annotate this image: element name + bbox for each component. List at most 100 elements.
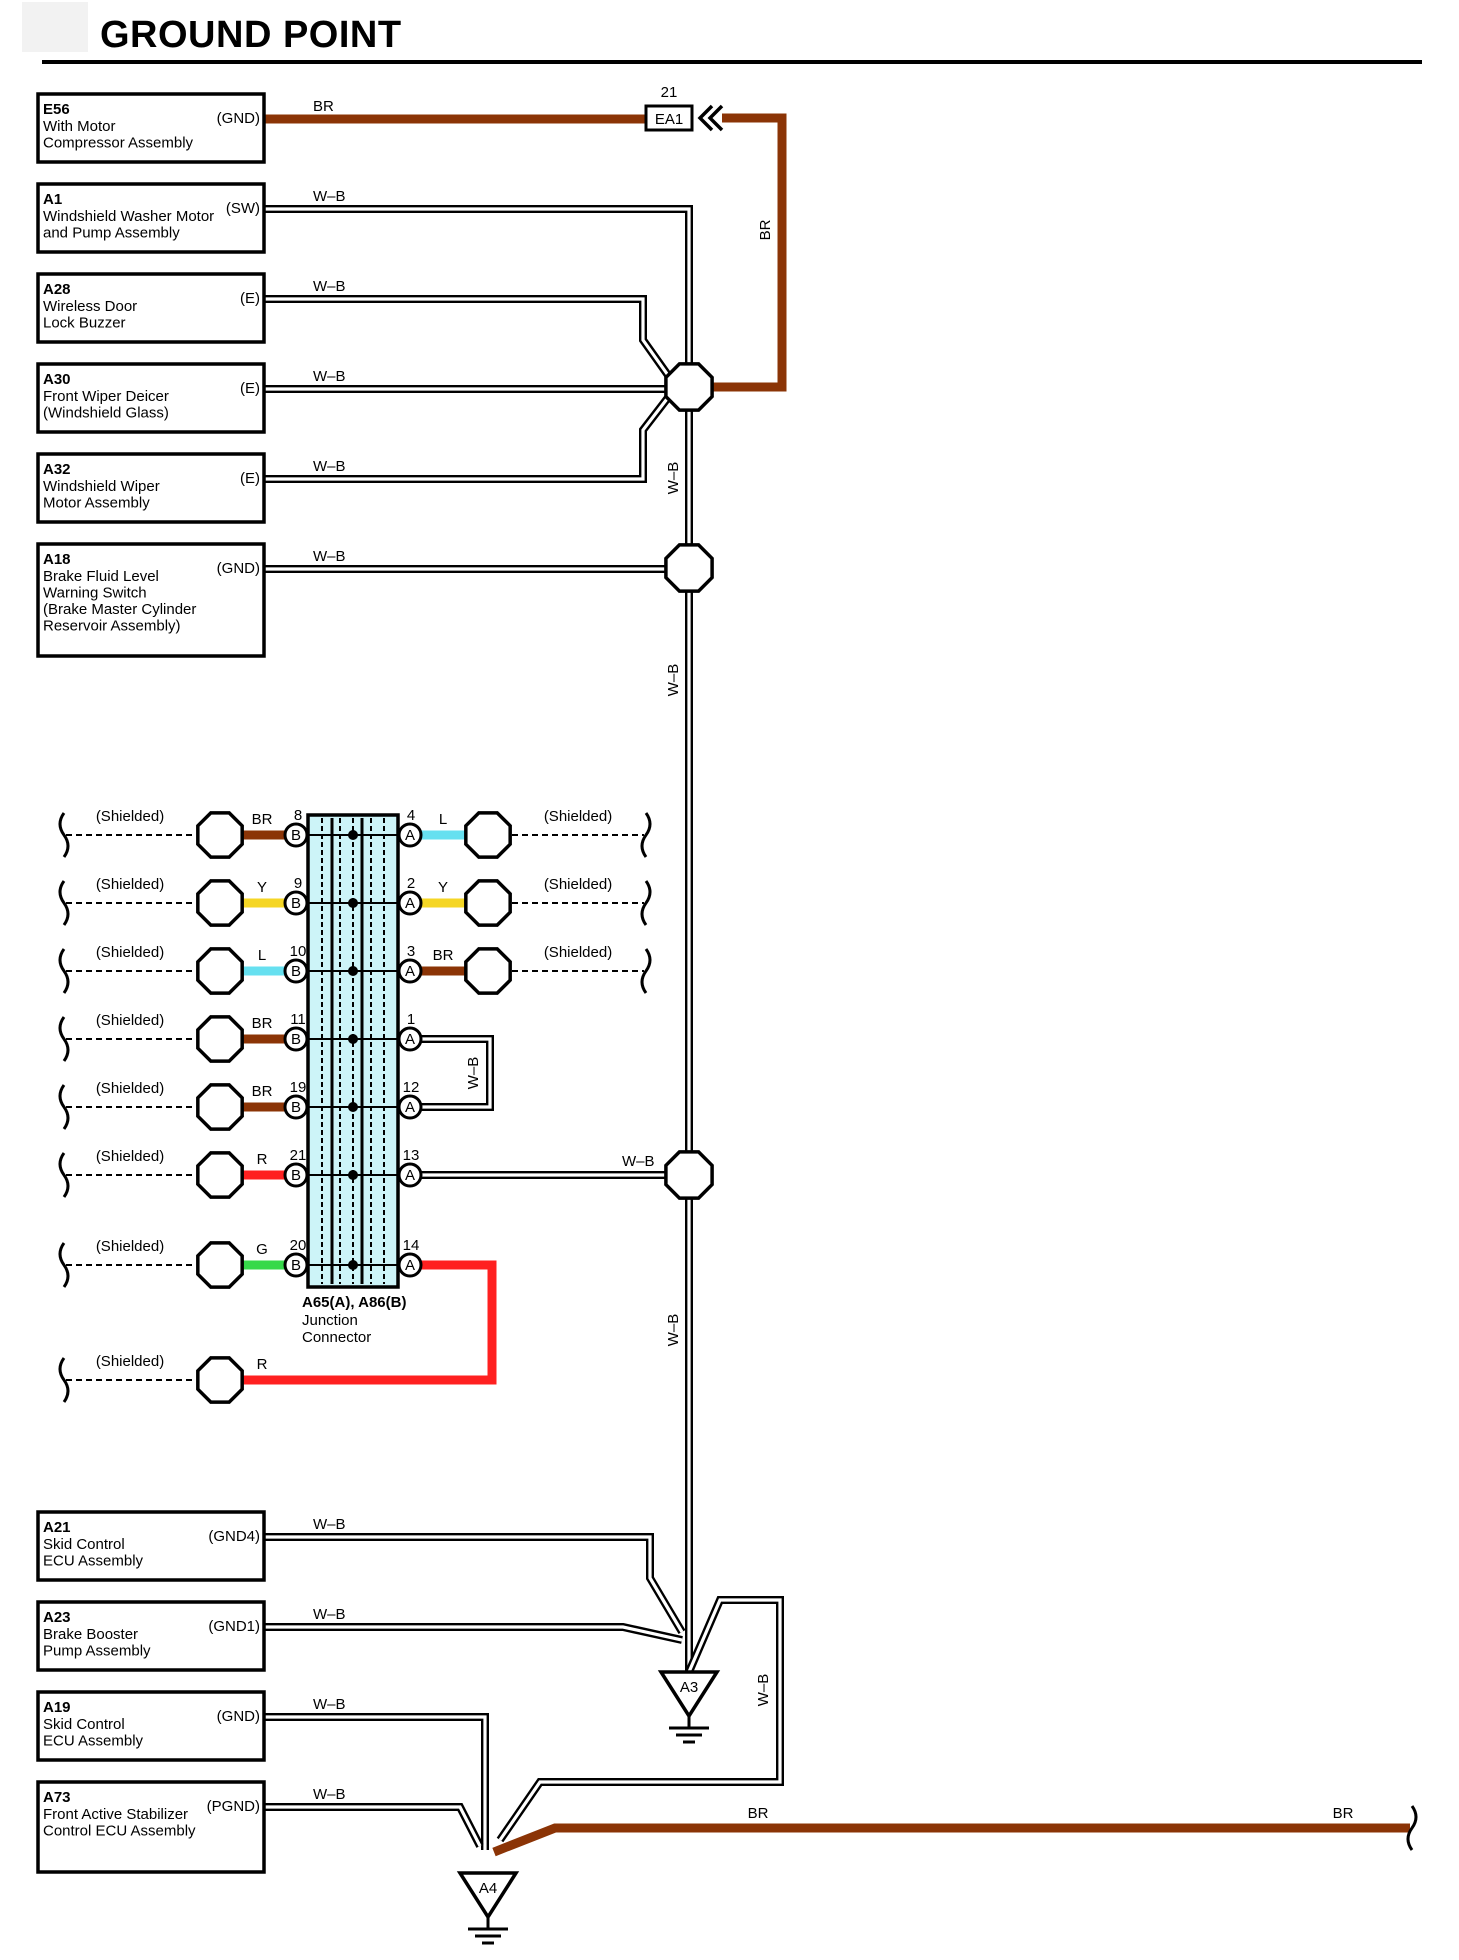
wb-right-label: W–B <box>755 1674 772 1707</box>
b-pin-number: 8 <box>294 807 302 824</box>
extra-shield-label: (Shielded) <box>96 1353 164 1370</box>
component-code: A19 <box>43 1699 71 1716</box>
component-desc-line: Reservoir Assembly) <box>43 618 181 635</box>
component-code: A18 <box>43 551 71 568</box>
a-pin-circle <box>397 958 423 984</box>
a-shield-octagon <box>464 947 512 995</box>
b-wire-label: L <box>258 947 266 964</box>
component-wire-label: W–B <box>313 1606 346 1623</box>
component-wire-label: W–B <box>313 368 346 385</box>
b-wire-label: BR <box>252 1015 273 1032</box>
br-riser-label: BR <box>757 219 774 240</box>
b-shield-break <box>58 948 70 994</box>
b-pin-letter: B <box>291 1167 301 1184</box>
component-wire-label: W–B <box>313 1696 346 1713</box>
b-pin-number: 10 <box>290 943 307 960</box>
b-shield-octagon <box>196 947 244 995</box>
component-box <box>36 1600 266 1672</box>
component-box <box>36 1510 266 1582</box>
connector-ea1-arrows <box>697 104 724 132</box>
b-pin-letter: B <box>291 895 301 912</box>
b-pin-number: 20 <box>290 1237 307 1254</box>
component-wire-label: W–B <box>313 1786 346 1803</box>
wb-loop-label: W–B <box>465 1057 482 1090</box>
b-shield-octagon <box>196 879 244 927</box>
component-pin: (SW) <box>226 200 260 217</box>
wire-a28-inner <box>264 297 672 379</box>
a-pin-circle <box>397 1252 423 1278</box>
b-pin-letter: B <box>291 1031 301 1048</box>
b-pin-circle <box>283 1094 309 1120</box>
b-shield-octagon <box>196 1241 244 1289</box>
component-pin: (GND1) <box>208 1618 260 1635</box>
component-desc-line: Skid Control <box>43 1536 125 1553</box>
b-pin-number: 21 <box>290 1147 307 1164</box>
a-shield-break <box>640 880 652 926</box>
b-pin-number: 9 <box>294 875 302 892</box>
wire-a23-inner <box>264 1625 683 1642</box>
component-pin: (E) <box>240 380 260 397</box>
bottom-br-label-right: BR <box>1333 1805 1354 1822</box>
component-desc-line: Front Wiper Deicer <box>43 388 169 405</box>
wire-a14-red <box>240 1260 497 1385</box>
component-box <box>36 1780 266 1874</box>
component-desc-line: ECU Assembly <box>43 1733 144 1750</box>
b-shield-label: (Shielded) <box>96 944 164 961</box>
component-box <box>36 272 266 344</box>
component-code: A30 <box>43 371 71 388</box>
component-box <box>36 542 266 658</box>
wire-wb-right-outer <box>496 1596 784 1843</box>
component-desc-line: ECU Assembly <box>43 1553 144 1570</box>
b-shield-break <box>58 812 70 858</box>
b-wire-label: Y <box>257 879 267 896</box>
bottom-br-label-left: BR <box>748 1805 769 1822</box>
a-shield-break <box>640 812 652 858</box>
a-pin-letter: A <box>405 1257 415 1274</box>
b-pin-circle <box>283 1026 309 1052</box>
wire-br-riser <box>708 113 787 392</box>
ground-a3-triangle <box>657 1670 721 1720</box>
b-pin-letter: B <box>291 1257 301 1274</box>
b-shield-label: (Shielded) <box>96 808 164 825</box>
b-shield-octagon <box>196 811 244 859</box>
a-pin-number: 14 <box>403 1237 420 1254</box>
component-code: A23 <box>43 1609 71 1626</box>
a-shield-label: (Shielded) <box>544 808 612 825</box>
component-pin: (E) <box>240 290 260 307</box>
wb-trunk-label-2: W–B <box>665 664 682 697</box>
a-pin-number: 4 <box>407 807 415 824</box>
b-shield-octagon <box>196 1151 244 1199</box>
a-shield-label: (Shielded) <box>544 876 612 893</box>
junction-row-dot <box>348 966 358 976</box>
wire-a32-inner <box>264 394 672 481</box>
a-pin-letter: A <box>405 827 415 844</box>
b-shield-break <box>58 1242 70 1288</box>
extra-wire-label: R <box>257 1356 268 1373</box>
ground-a3: A3 <box>657 1670 721 1744</box>
component-code: A28 <box>43 281 71 298</box>
component-pin: (GND) <box>217 560 260 577</box>
junction-subtitle: Connector <box>302 1329 371 1346</box>
component-box <box>36 182 266 254</box>
wb-trunk-label-1: W–B <box>665 462 682 495</box>
b-shield-break <box>58 1152 70 1198</box>
a-pin-number: 13 <box>403 1147 420 1164</box>
component-box <box>36 92 266 164</box>
bottom-br-break <box>1406 1805 1418 1851</box>
component-desc-line: Warning Switch <box>43 585 147 602</box>
component-wire-label: W–B <box>313 278 346 295</box>
wb-trunk-label-3: W–B <box>665 1314 682 1347</box>
component-desc-line: Brake Fluid Level <box>43 568 159 585</box>
page-title: GROUND POINT <box>100 14 402 56</box>
component-desc-line: Skid Control <box>43 1716 125 1733</box>
b-pin-circle <box>283 1162 309 1188</box>
wire-bottom-br <box>492 1823 1410 1857</box>
component-code: A21 <box>43 1519 71 1536</box>
junction-row-dot <box>348 898 358 908</box>
b-shield-label: (Shielded) <box>96 1148 164 1165</box>
